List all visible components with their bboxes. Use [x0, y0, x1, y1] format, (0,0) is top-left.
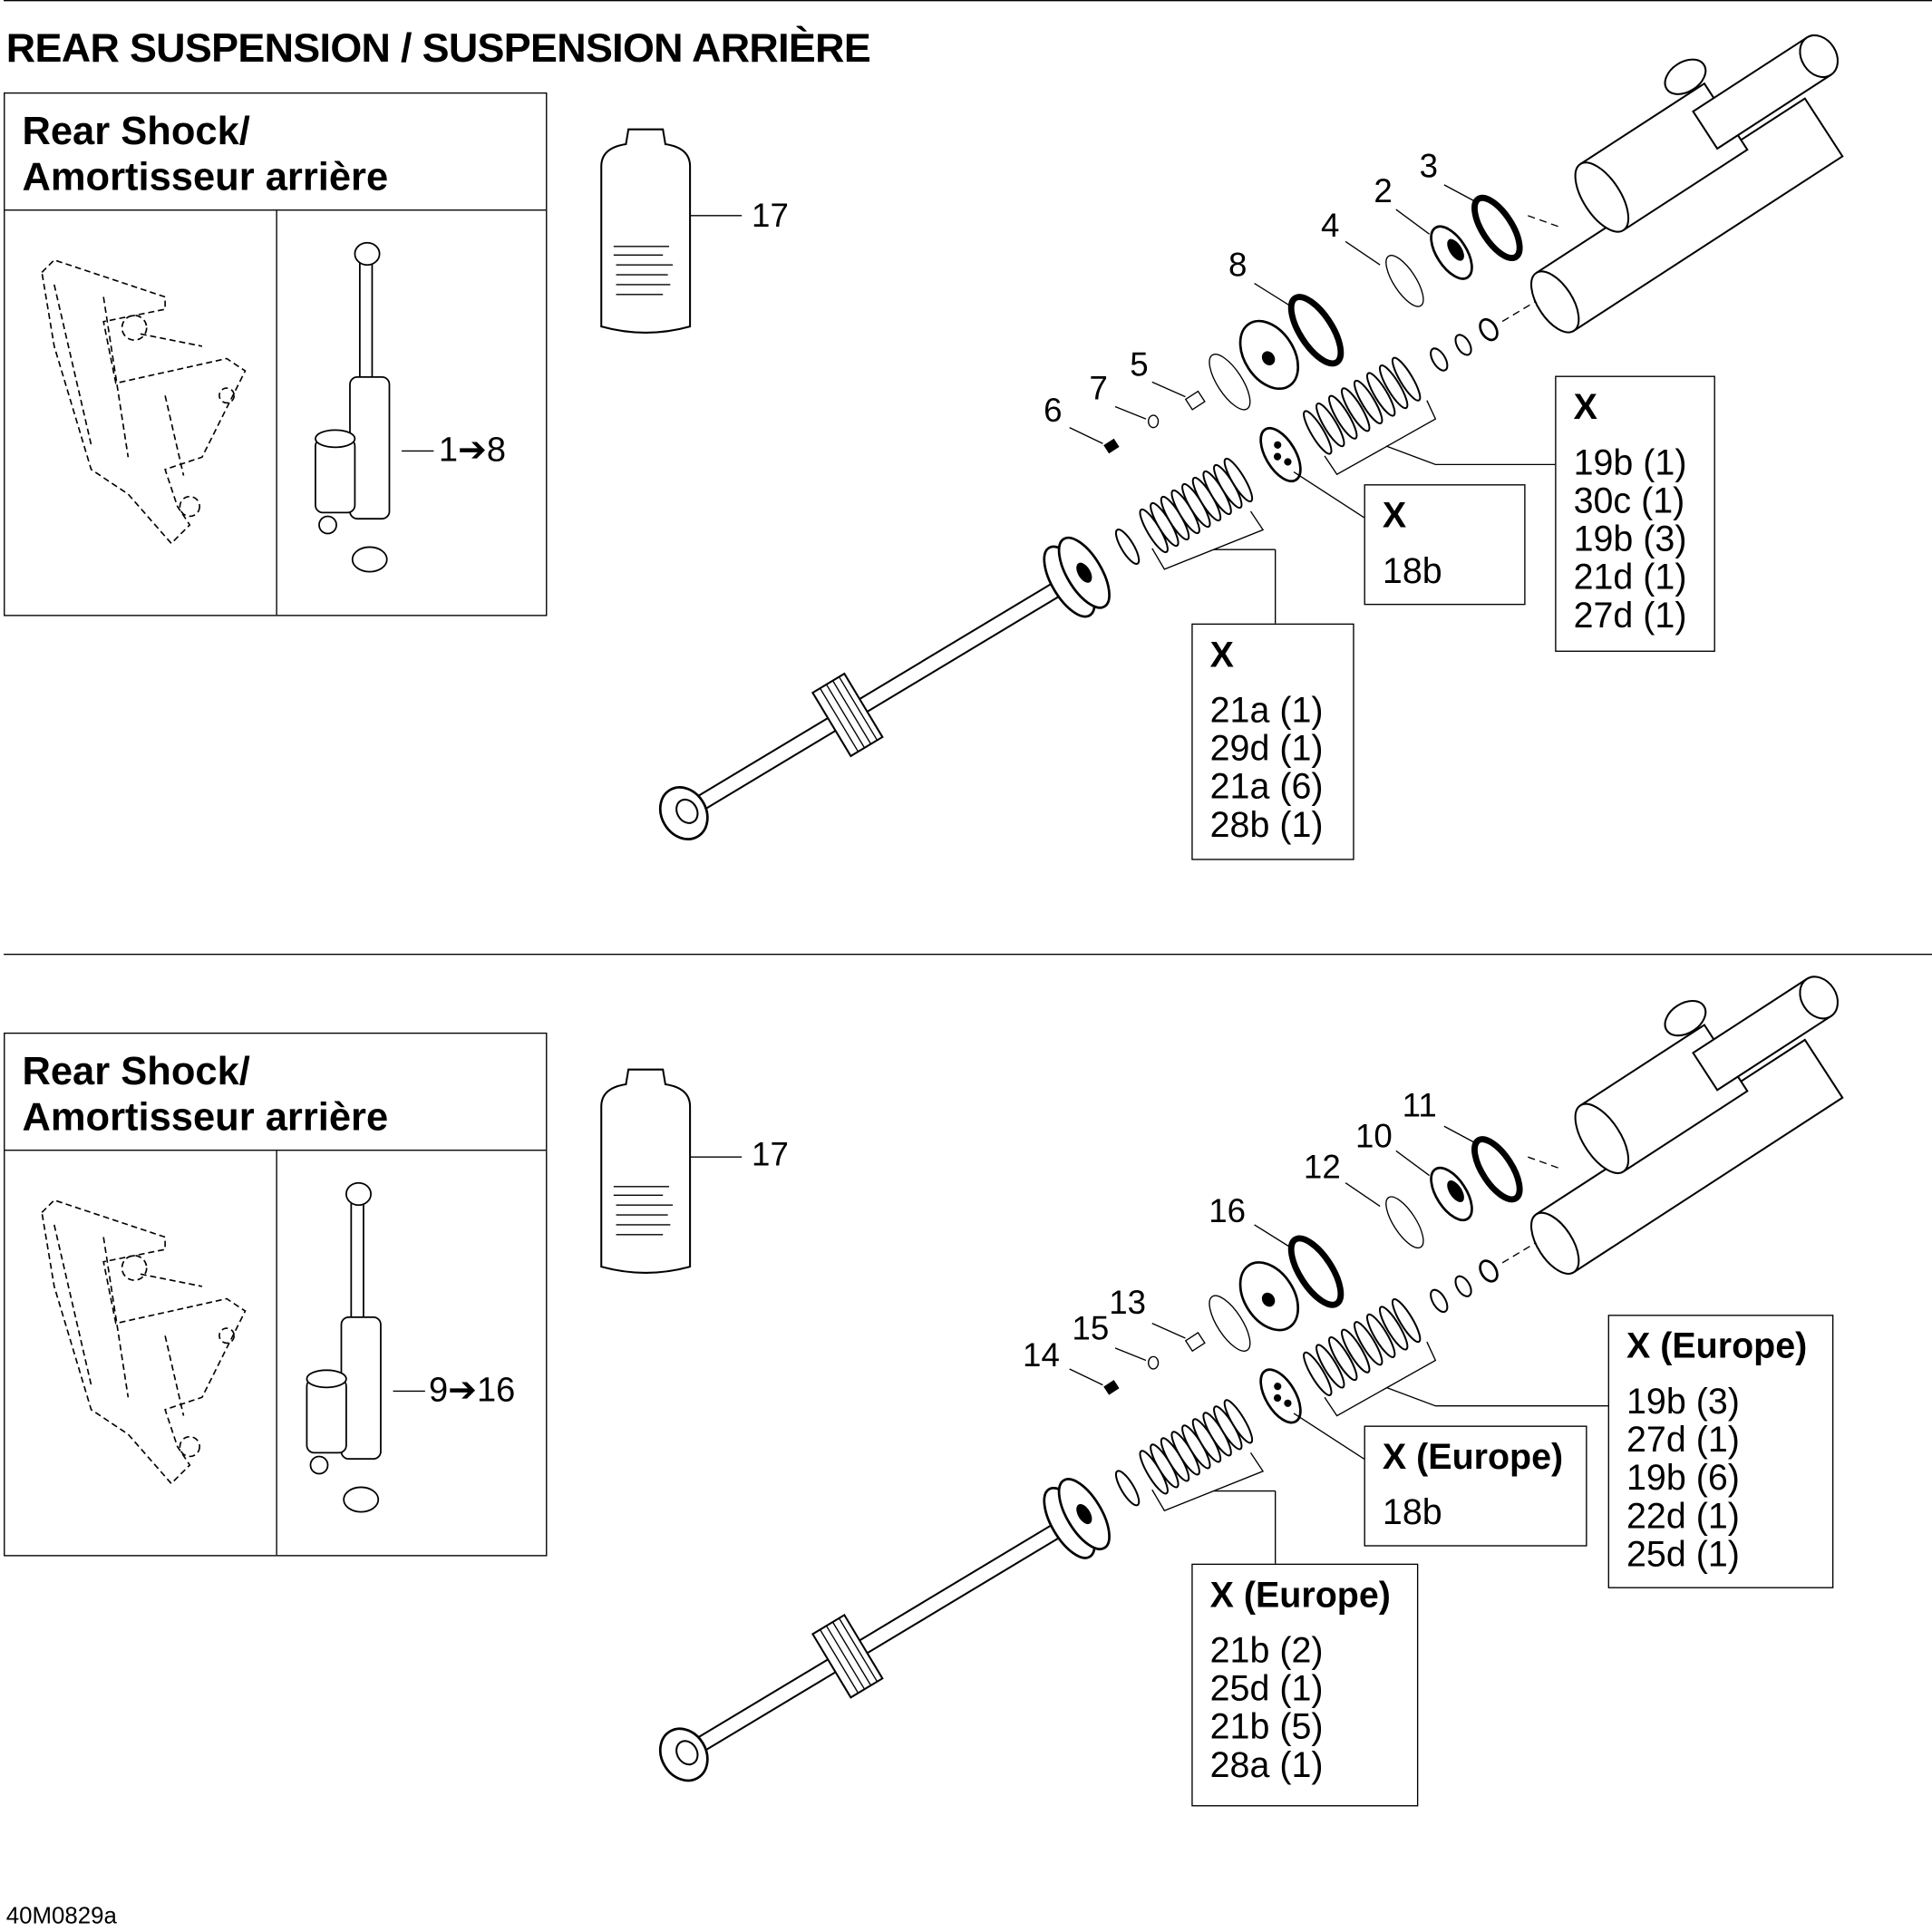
- kit-item: 25d (1): [1626, 1535, 1740, 1575]
- kit-item: 25d (1): [1209, 1669, 1324, 1710]
- kit-item: 27d (1): [1626, 1421, 1740, 1461]
- kit-box-header: X: [1382, 496, 1407, 537]
- callout-12: 12: [1303, 1148, 1341, 1186]
- kit-item: 18b: [1382, 551, 1442, 592]
- callout-13: 13: [1109, 1284, 1147, 1321]
- callout-16: 16: [1209, 1192, 1247, 1230]
- drawing-code: 40M0829a: [5, 1903, 117, 1930]
- cell-divider: [276, 210, 277, 616]
- panel-heading-line2: Amortisseur arrière: [22, 153, 389, 199]
- shock-thumbnail: [306, 1181, 382, 1513]
- kit-item: 27d (1): [1573, 596, 1687, 636]
- kit-box-header: X (Europe): [1382, 1438, 1564, 1478]
- panel-heading-line1: Rear Shock/: [22, 1048, 250, 1093]
- panel-heading-line2: Amortisseur arrière: [22, 1093, 389, 1139]
- kit-box-spring-stack-lower-europe: X (Europe) 21b (2) 25d (1) 21b (5) 28a (…: [1191, 1563, 1419, 1807]
- cell-divider: [276, 1150, 277, 1556]
- top-rule: [4, 0, 1932, 2]
- kit-box-header: X: [1573, 388, 1597, 428]
- callout-14: 14: [1023, 1336, 1060, 1374]
- kit-item: 21a (6): [1209, 767, 1324, 808]
- kit-box-18b-europe: X (Europe) 18b: [1364, 1425, 1587, 1547]
- frame-thumbnail: [41, 1199, 247, 1485]
- kit-item: 29d (1): [1209, 729, 1324, 770]
- kit-box-spring-stack-lower: X 21a (1) 29d (1) 21a (6) 28b (1): [1191, 623, 1354, 860]
- kit-item: 22d (1): [1626, 1497, 1740, 1537]
- page-title: REAR SUSPENSION / SUSPENSION ARRIÈRE: [5, 24, 871, 71]
- panel-heading: Rear Shock/ Amortisseur arrière: [5, 93, 547, 211]
- kit-item: 19b (6): [1626, 1459, 1740, 1499]
- callout-5: 5: [1130, 345, 1149, 383]
- oil-bottle-drawing-17-europe: [600, 1068, 692, 1274]
- part-range-label: 1➔8: [438, 430, 507, 469]
- rear-shock-locator-panel-top: Rear Shock/ Amortisseur arrière 1➔8: [4, 92, 548, 616]
- callout-15: 15: [1072, 1309, 1110, 1347]
- callout-8: 8: [1228, 246, 1248, 284]
- kit-item: 21b (2): [1209, 1631, 1324, 1671]
- panel-heading-line1: Rear Shock/: [22, 108, 250, 153]
- callout-4: 4: [1320, 207, 1340, 245]
- callout-2: 2: [1374, 172, 1393, 210]
- rear-shock-locator-panel-bottom: Rear Shock/ Amortisseur arrière 9➔16: [4, 1032, 548, 1557]
- oil-bottle-drawing-17: [600, 128, 692, 334]
- kit-item: 19b (3): [1626, 1382, 1740, 1422]
- kit-item: 28b (1): [1209, 805, 1324, 846]
- callout-3: 3: [1419, 148, 1439, 185]
- frame-thumbnail: [41, 258, 247, 545]
- callout-17-europe: 17: [752, 1136, 789, 1173]
- kit-item: 21b (5): [1209, 1707, 1324, 1748]
- kit-item: 21a (1): [1209, 691, 1324, 731]
- locator-thumbnails: [41, 241, 434, 573]
- kit-item: 19b (3): [1573, 519, 1687, 560]
- kit-item: 21d (1): [1573, 558, 1687, 598]
- part-range-label: 9➔16: [428, 1370, 516, 1409]
- kit-item: 18b: [1382, 1493, 1442, 1533]
- callout-11: 11: [1402, 1086, 1437, 1124]
- callout-6: 6: [1044, 392, 1063, 429]
- callout-17: 17: [752, 197, 789, 235]
- kit-box-header: X (Europe): [1209, 1576, 1391, 1616]
- kit-box-spring-stack-upper-europe: X (Europe) 19b (3) 27d (1) 19b (6) 22d (…: [1607, 1315, 1834, 1588]
- kit-box-header: X (Europe): [1626, 1326, 1808, 1367]
- section-divider: [4, 953, 1932, 956]
- shock-thumbnail: [315, 241, 391, 573]
- kit-item: 19b (1): [1573, 443, 1687, 483]
- callout-10: 10: [1355, 1117, 1393, 1155]
- kit-box-spring-stack-upper: X 19b (1) 30c (1) 19b (3) 21d (1) 27d (1…: [1555, 375, 1715, 652]
- panel-heading: Rear Shock/ Amortisseur arrière: [5, 1034, 547, 1151]
- callout-7: 7: [1089, 369, 1108, 407]
- locator-thumbnails: [41, 1181, 425, 1513]
- kit-item: 30c (1): [1573, 481, 1685, 521]
- kit-item: 28a (1): [1209, 1745, 1324, 1786]
- kit-box-header: X: [1209, 636, 1234, 675]
- kit-box-18b: X 18b: [1364, 484, 1526, 606]
